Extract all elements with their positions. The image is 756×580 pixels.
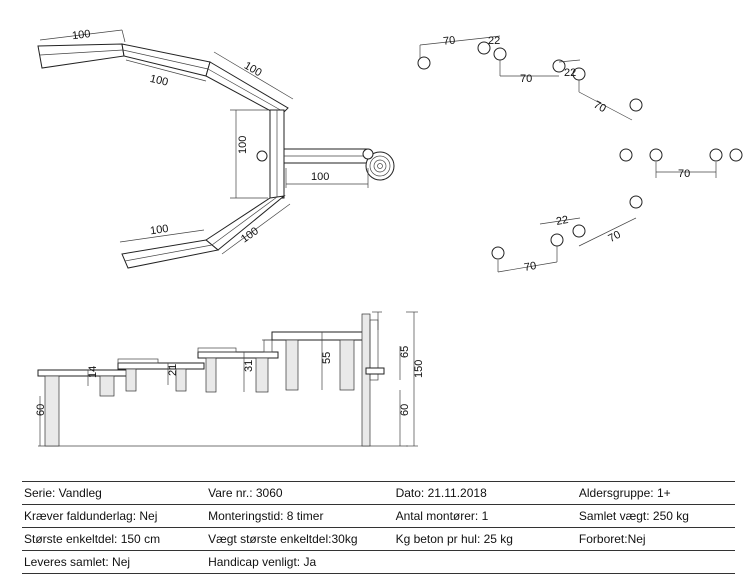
spec-cell: Aldersgruppe: 1+ [576,481,735,505]
dim-side-8: 60 [399,404,411,416]
hole [491,246,505,260]
dim-top-3: 100 [242,60,264,80]
dim-top-1: 100 [71,28,91,42]
dim-top-2: 100 [149,73,170,89]
dim-layout-8: 70 [606,229,622,245]
dim-top-5: 100 [311,171,329,183]
spec-cell: Serie: Vandleg [22,481,207,505]
step-1-top [37,369,129,377]
dim-top-6: 100 [149,223,169,237]
spec-cell: Monteringstid: 8 timer [206,504,394,528]
plank-upper-middle [121,43,211,77]
hole [550,233,564,247]
dim-side-3: 21 [167,364,179,376]
dim-layout-7: 22 [555,214,569,228]
dim-side-1: 60 [35,404,47,416]
spec-row: Serie: Vandleg Vare nr.: 3060 Dato: 21.1… [22,481,735,505]
hole [572,224,586,238]
technical-drawing: 100 100 100 100 100 100 100 [35,28,743,447]
post-small [256,150,268,162]
hole [552,59,566,73]
spec-cell: Største enkeltdel: 150 cm [22,527,207,551]
step-2-top [117,362,205,370]
dim-layout-6: 70 [678,168,690,180]
spec-cell: Handicap venligt: Ja [206,550,394,574]
dim-layout-9: 70 [523,260,537,274]
hole [729,148,743,162]
hole [417,56,431,70]
spec-cell: Kræver faldunderlag: Nej [22,504,207,528]
dim-side-6: 65 [399,346,411,358]
dim-top-4: 100 [237,136,249,154]
dim-layout-2: 22 [488,35,500,47]
dim-side-4: 31 [243,360,255,372]
dim-side-2: 14 [87,366,99,378]
spec-cell: Antal montører: 1 [393,504,577,528]
spec-row: Største enkeltdel: 150 cm Vægt største e… [22,527,735,551]
dim-layout-5: 70 [591,99,607,115]
spec-cell: Forboret:Nej [576,527,735,551]
spec-cell [393,550,577,574]
spec-cell: Vare nr.: 3060 [206,481,394,505]
step-3-top [197,351,279,359]
layout-view: 70 22 70 22 70 70 22 70 70 [417,34,743,274]
top-view: 100 100 100 100 100 100 100 [37,28,395,269]
spec-row: Leveres samlet: Nej Handicap venligt: Ja [22,550,735,574]
hole [493,47,507,61]
spec-cell [576,550,735,574]
spec-row: Kræver faldunderlag: Nej Monteringstid: … [22,504,735,528]
plank-lower-left [121,239,220,269]
spec-cell: Kg beton pr hul: 25 kg [393,527,577,551]
dim-side-7: 150 [413,360,425,378]
dim-layout-1: 70 [443,34,456,47]
spec-cell: Vægt største enkeltdel:30kg [206,527,394,551]
hole [649,148,663,162]
spec-cell: Samlet vægt: 250 kg [576,504,735,528]
hole [629,98,643,112]
dim-layout-4: 22 [564,67,576,79]
side-view: 60 14 21 31 55 65 150 60 [35,311,425,447]
spec-cell: Leveres samlet: Nej [22,550,207,574]
hole [629,195,643,209]
dim-layout-3: 70 [520,73,532,85]
hole [619,148,633,162]
tall-post [361,313,371,447]
hole [477,41,491,55]
dim-side-5: 55 [321,352,333,364]
hole [709,148,723,162]
spec-table: Serie: Vandleg Vare nr.: 3060 Dato: 21.1… [22,481,735,574]
plank-upper-left [37,43,125,69]
step-4-top [271,331,369,341]
spec-cell: Dato: 21.11.2018 [393,481,577,505]
